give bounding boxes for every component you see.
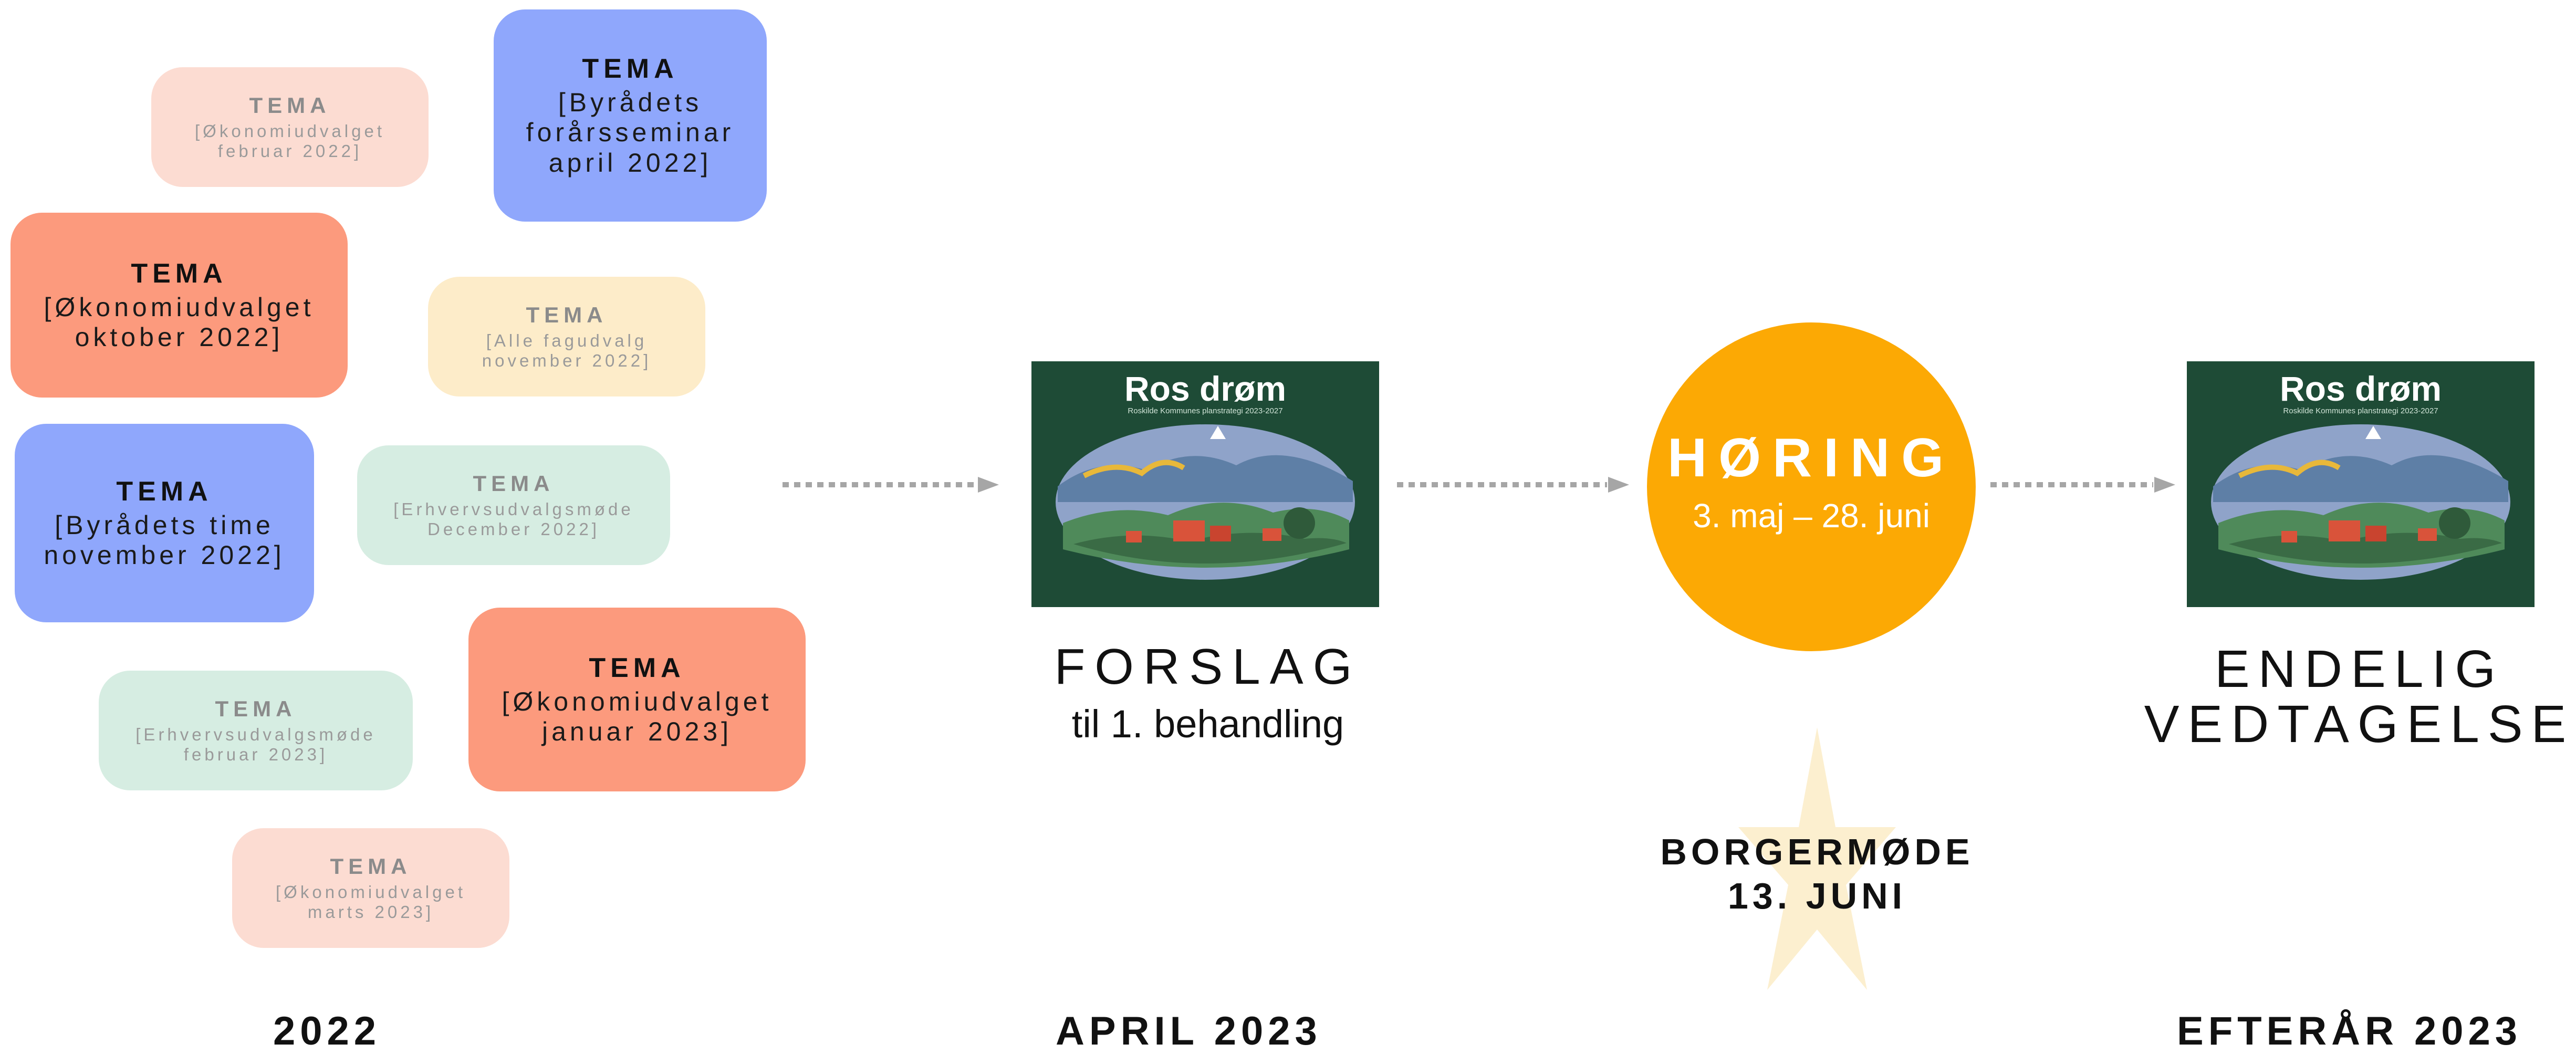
horing-dates: 3. maj – 28. juni xyxy=(1693,497,1930,535)
poster-forslag: Ros drøm Roskilde Kommunes planstrategi … xyxy=(1031,361,1379,607)
tema-box-byradets-time-2022: TEMA [Byrådets time november 2022] xyxy=(15,424,314,622)
poster-title: Ros drøm xyxy=(1124,369,1287,408)
borgermode-line2: 13. JUNI xyxy=(1727,875,1907,916)
endelig-line1: ENDELIG xyxy=(2214,640,2504,698)
poster-endelig: Ros drøm Roskilde Kommunes planstrategi … xyxy=(2187,361,2535,607)
poster-subtitle: Roskilde Kommunes planstrategi 2023-2027 xyxy=(1128,406,1283,415)
tema-text: [Alle fagudvalg november 2022] xyxy=(482,331,652,370)
year-efteraar-2023: EFTERÅR 2023 xyxy=(2177,1009,2522,1053)
tema-box-erhverv-dec-2022: TEMA [Erhvervsudvalgsmøde December 2022] xyxy=(357,445,670,565)
poster-title: Ros drøm xyxy=(2279,369,2442,408)
tema-text: [Økonomiudvalget februar 2022] xyxy=(195,121,385,161)
tema-text: [Økonomiudvalget januar 2023] xyxy=(502,686,773,747)
tema-title: TEMA xyxy=(249,93,331,118)
tema-text: [Økonomiudvalget oktober 2022] xyxy=(44,292,315,352)
tema-box-erhverv-feb-2023: TEMA [Erhvervsudvalgsmøde februar 2023] xyxy=(99,671,413,790)
horing-circle: HØRING 3. maj – 28. juni xyxy=(1647,322,1976,651)
horing-title: HØRING xyxy=(1667,427,1955,488)
endelig-label: ENDELIG VEDTAGELSE xyxy=(2143,642,2576,752)
tema-title: TEMA xyxy=(330,854,412,879)
tema-box-forarsseminar-2022: TEMA [Byrådets forårsseminar april 2022] xyxy=(494,9,767,222)
tema-box-okonomi-mar-2023: TEMA [Økonomiudvalget marts 2023] xyxy=(232,828,509,948)
tema-title: TEMA xyxy=(215,696,297,722)
poster-landscape-illustration xyxy=(1056,424,1355,580)
tema-title: TEMA xyxy=(526,302,608,328)
tema-box-okonomi-jan-2023: TEMA [Økonomiudvalget januar 2023] xyxy=(468,608,806,791)
arrow-to-endelig xyxy=(1990,477,2175,493)
tema-box-okonomi-feb-2022: TEMA [Økonomiudvalget februar 2022] xyxy=(151,67,429,187)
tema-text: [Byrådets time november 2022] xyxy=(44,510,285,570)
arrow-to-horing xyxy=(1397,477,1629,493)
year-april-2023: APRIL 2023 xyxy=(1056,1009,1322,1053)
tema-title: TEMA xyxy=(589,652,685,683)
poster-landscape-illustration xyxy=(2211,424,2510,580)
tema-text: [Erhvervsudvalgsmøde februar 2023] xyxy=(135,725,376,764)
tema-box-fagudvalg-nov-2022: TEMA [Alle fagudvalg november 2022] xyxy=(428,277,705,396)
endelig-line2: VEDTAGELSE xyxy=(2144,695,2575,754)
year-2022: 2022 xyxy=(273,1009,381,1053)
tema-title: TEMA xyxy=(582,53,679,84)
tema-title: TEMA xyxy=(131,258,227,289)
borgermode-line1: BORGERMØDE xyxy=(1660,831,1974,872)
borgermode-label: BORGERMØDE 13. JUNI xyxy=(1607,830,2027,918)
tema-box-okonomi-okt-2022: TEMA [Økonomiudvalget oktober 2022] xyxy=(11,213,348,398)
arrow-to-forslag xyxy=(783,477,999,493)
tema-text: [Erhvervsudvalgsmøde December 2022] xyxy=(393,499,634,539)
forslag-subtitle: til 1. behandling xyxy=(1071,702,1344,746)
tema-text: [Byrådets forårsseminar april 2022] xyxy=(526,87,735,178)
tema-title: TEMA xyxy=(116,476,213,507)
tema-text: [Økonomiudvalget marts 2023] xyxy=(276,882,466,922)
star-shape xyxy=(1738,727,1896,990)
forslag-label: FORSLAG til 1. behandling xyxy=(998,642,1418,744)
forslag-title: FORSLAG xyxy=(1054,639,1362,695)
poster-subtitle: Roskilde Kommunes planstrategi 2023-2027 xyxy=(2283,406,2438,415)
tema-title: TEMA xyxy=(473,471,555,496)
